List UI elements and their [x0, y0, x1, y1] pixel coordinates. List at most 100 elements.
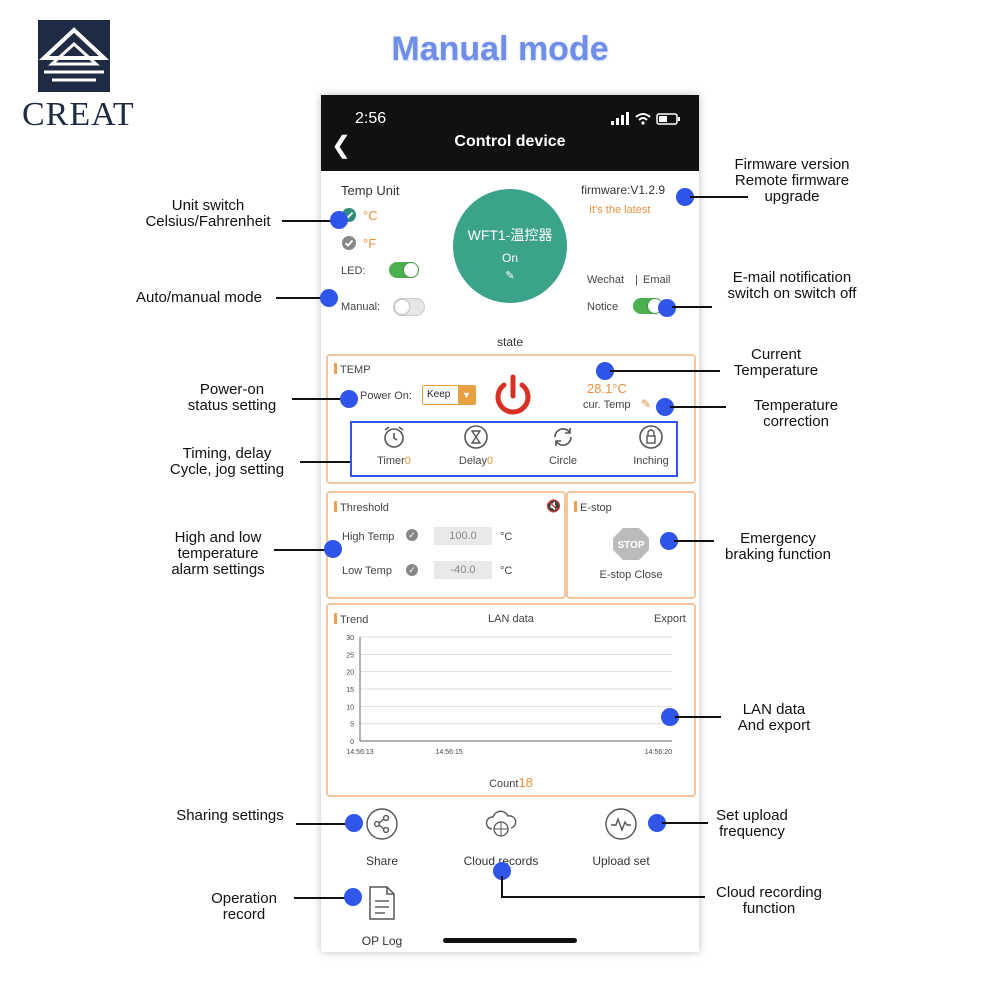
estop-status: E-stop Close: [599, 569, 663, 581]
manual-toggle[interactable]: [393, 298, 425, 316]
circle-mode[interactable]: Circle: [523, 424, 603, 467]
device-status: On: [501, 251, 518, 265]
callout-dot: [493, 862, 511, 880]
inching-mode[interactable]: Inching: [611, 424, 691, 467]
callout-dot: [324, 540, 342, 558]
callout-dot: [648, 814, 666, 832]
callout-dot: [345, 814, 363, 832]
leader-line: [300, 461, 350, 463]
callout-dot: [676, 188, 694, 206]
high-temp-check-icon[interactable]: ✓: [406, 529, 418, 541]
wechat-option[interactable]: Wechat: [587, 274, 625, 286]
x-tick-label: 14:56:13: [346, 749, 373, 756]
y-tick-label: 30: [346, 635, 354, 642]
email-option[interactable]: Email: [643, 274, 671, 286]
upload-set-button[interactable]: Upload set: [579, 807, 663, 868]
device-status-circle[interactable]: WFT1-温控器 On ✎: [453, 189, 567, 303]
timer-mode[interactable]: Timer0: [354, 424, 434, 467]
callout-dot: [596, 362, 614, 380]
led-toggle[interactable]: [389, 262, 419, 278]
app-header: 2:56 ❮ Control device: [321, 95, 699, 171]
leader-line: [296, 823, 350, 825]
status-icons: [611, 112, 683, 131]
low-temp-input[interactable]: -40.0: [434, 561, 492, 579]
leader-line: [501, 876, 503, 898]
count-readout: Count18: [328, 775, 694, 790]
temp-panel-header: TEMP: [334, 363, 371, 376]
threshold-header: Threshold: [334, 501, 389, 514]
share-button[interactable]: Share: [341, 807, 423, 868]
low-temp-check-icon[interactable]: ✓: [406, 564, 418, 576]
cloud-records-button[interactable]: Cloud records: [451, 807, 551, 868]
leader-line: [690, 196, 748, 198]
leader-line: [662, 822, 708, 824]
callout-dot: [660, 532, 678, 550]
cloud-icon: [485, 810, 517, 837]
page-title: Control device: [454, 133, 566, 150]
fahrenheit-radio-icon[interactable]: [342, 236, 356, 250]
low-temp-label: Low Temp: [342, 565, 392, 577]
high-temp-label: High Temp: [342, 531, 395, 543]
power-on-select[interactable]: Keep ▼: [422, 385, 476, 405]
y-tick-label: 20: [346, 670, 354, 677]
led-label: LED:: [341, 265, 366, 277]
device-name: WFT1-温控器: [467, 227, 553, 243]
delay-mode[interactable]: Delay0: [436, 424, 516, 467]
mute-icon[interactable]: 🔇: [546, 499, 561, 513]
celsius-option[interactable]: °C: [363, 208, 378, 223]
callout-dot: [661, 708, 679, 726]
cycle-icon: [554, 428, 572, 446]
x-tick-label: 14:56:20: [645, 749, 672, 756]
high-temp-input[interactable]: 100.0: [434, 527, 492, 545]
callout-dot: [344, 888, 362, 906]
stop-sign-icon[interactable]: STOP: [612, 527, 650, 566]
chevron-down-icon: ▼: [458, 386, 475, 404]
notify-separator: |: [635, 274, 638, 286]
high-temp-unit: °C: [500, 531, 513, 543]
firmware-version[interactable]: firmware:V1.2.9: [581, 183, 666, 197]
trend-header: Trend: [334, 613, 368, 626]
leader-line: [672, 306, 712, 308]
power-button-icon[interactable]: [491, 374, 535, 423]
low-temp-unit: °C: [500, 565, 513, 577]
callout-dot: [340, 390, 358, 408]
page-headline: Manual mode: [391, 30, 609, 68]
y-tick-label: 5: [350, 722, 354, 729]
leader-line: [292, 398, 344, 400]
notice-label: Notice: [587, 301, 619, 313]
leader-line: [274, 549, 334, 551]
hourglass-icon: [464, 425, 488, 449]
leader-line: [610, 370, 720, 372]
callout-dot: [658, 299, 676, 317]
leader-line: [670, 406, 726, 408]
export-button[interactable]: Export: [654, 613, 686, 625]
status-time: 2:56: [355, 110, 387, 127]
leader-line: [674, 540, 714, 542]
temperature-correction-icon[interactable]: ✎: [641, 397, 652, 411]
y-tick-label: 0: [350, 739, 354, 746]
temp-unit-label: Temp Unit: [341, 183, 400, 198]
callout-dot: [330, 211, 348, 229]
leader-line: [294, 897, 346, 899]
op-log-button[interactable]: OP Log: [343, 885, 421, 948]
power-on-label: Power On:: [360, 390, 412, 402]
upload-frequency-icon: [605, 808, 637, 840]
manual-label: Manual:: [341, 301, 381, 313]
fahrenheit-option[interactable]: °F: [363, 236, 377, 251]
creat-logo-icon: [38, 20, 110, 92]
lan-data-label[interactable]: LAN data: [488, 613, 534, 625]
back-icon[interactable]: ❮: [331, 132, 352, 159]
home-indicator: [443, 938, 577, 943]
callout-dot: [656, 398, 674, 416]
edit-icon[interactable]: ✎: [505, 270, 515, 282]
